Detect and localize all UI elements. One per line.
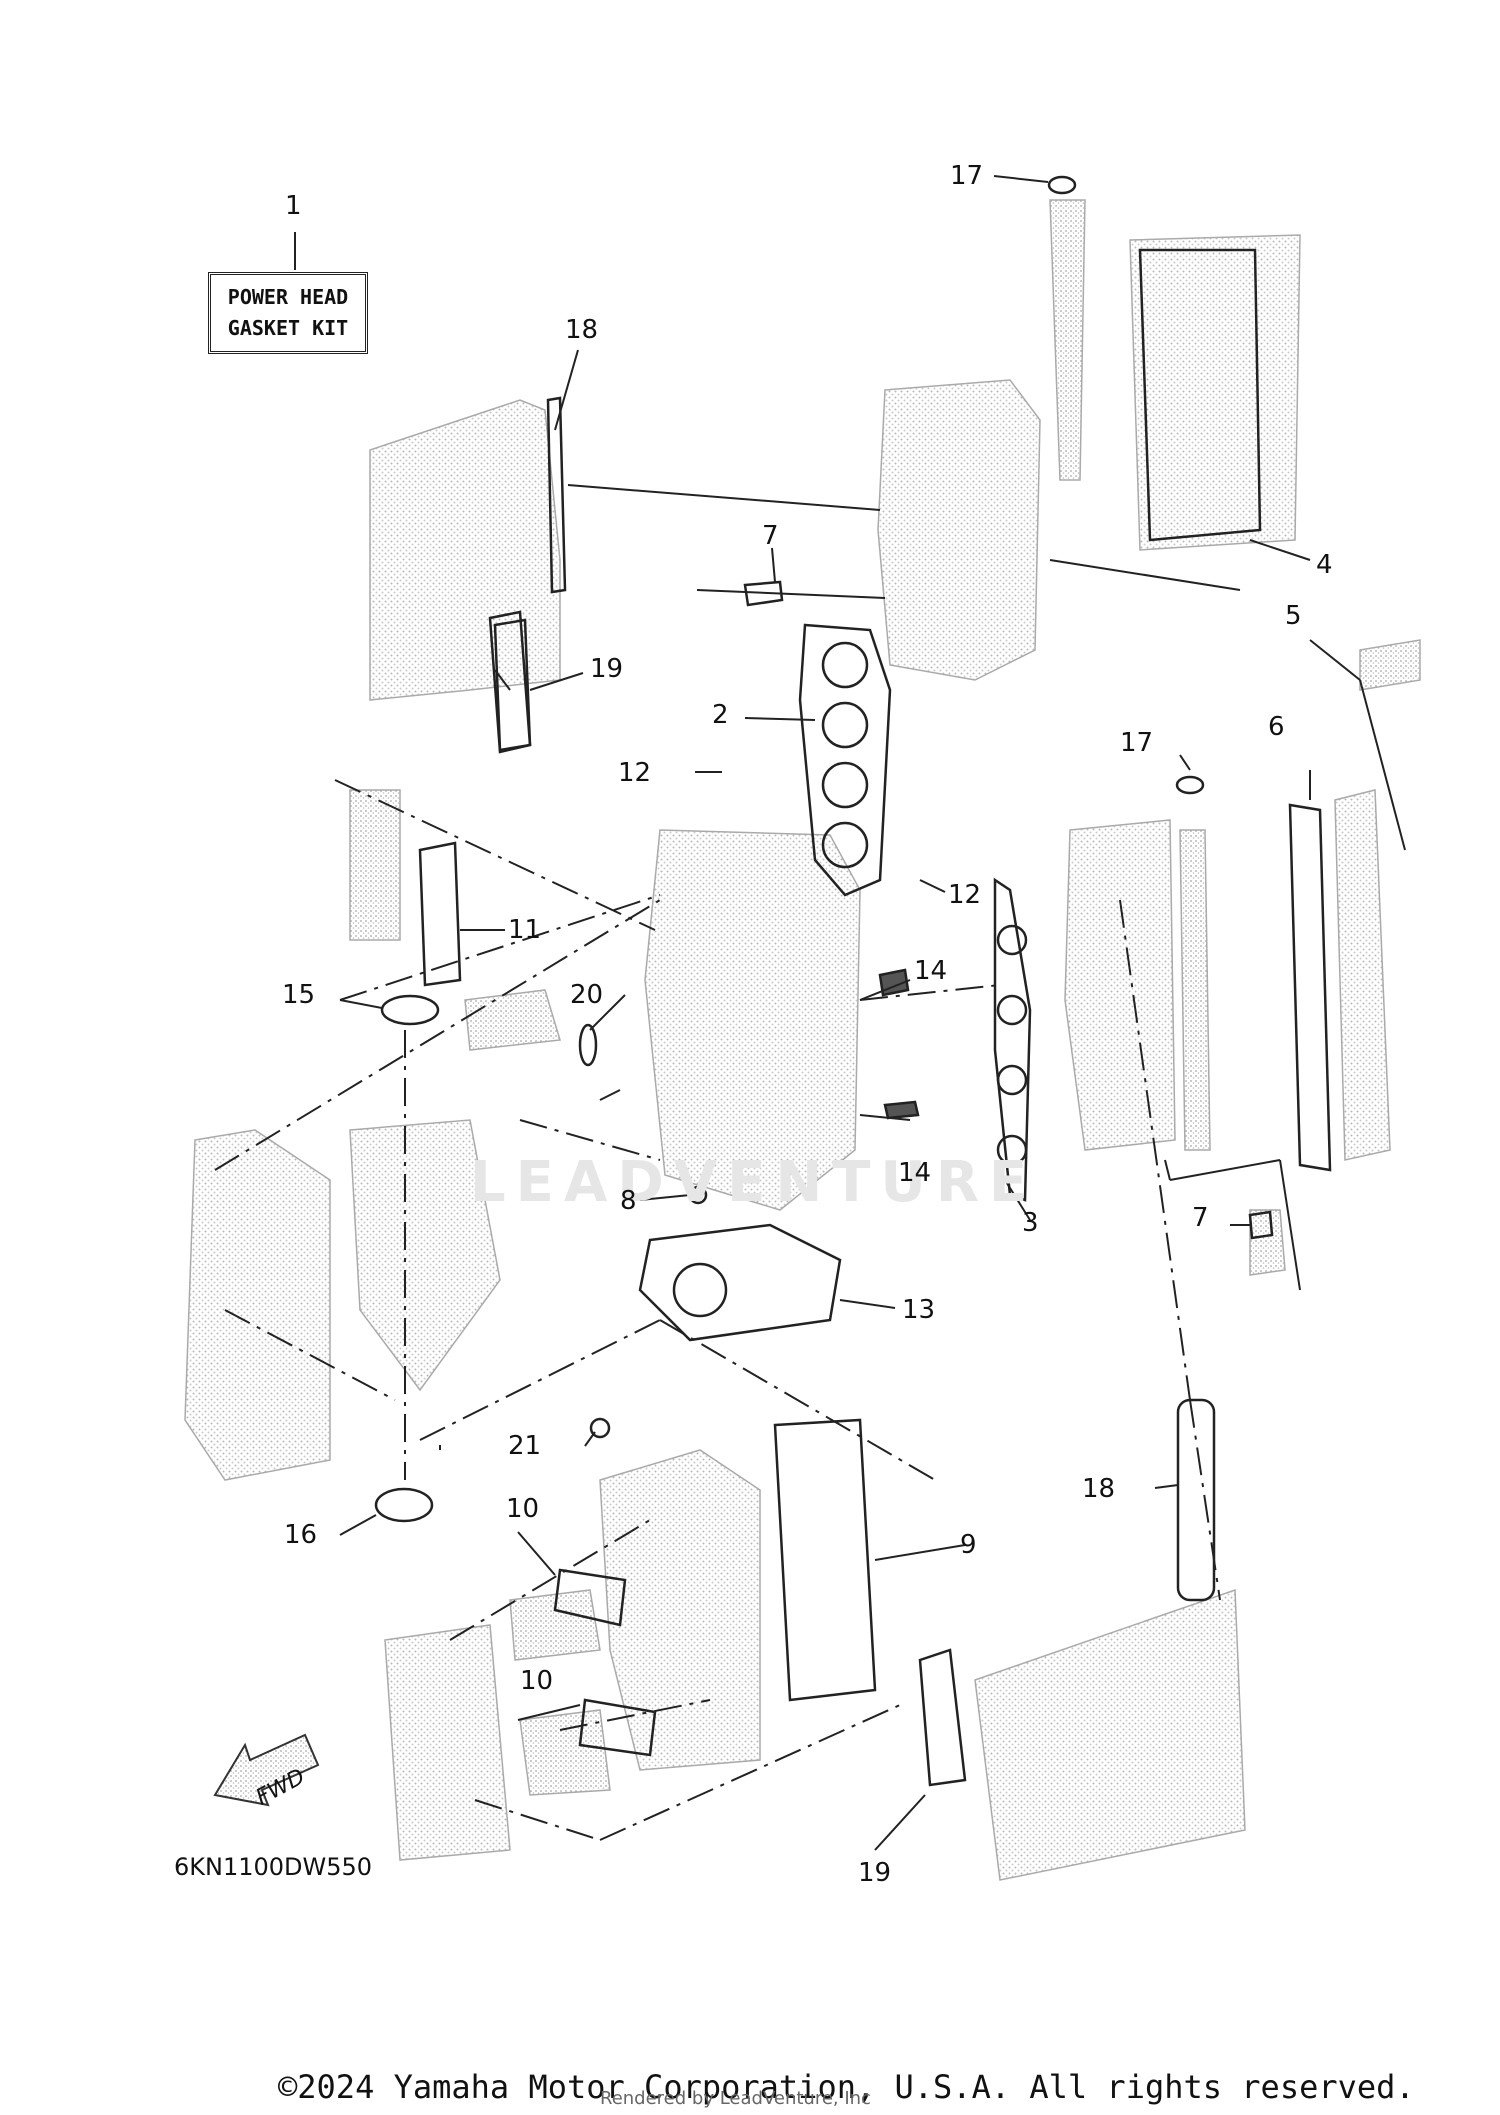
callout-21: 21 [508,1431,542,1461]
intake-manifold-upper [369,399,561,701]
kit-label-line-2: GASKET KIT [227,316,349,340]
callout-4: 4 [1316,550,1333,580]
callout-18-upper: 18 [565,315,599,345]
callout-7-right: 7 [1192,1203,1209,1233]
callout-17-upper: 17 [950,161,984,191]
callout-10-upper: 10 [506,1494,540,1524]
rocker-cover-gasket [1138,248,1262,542]
rocker-cover-upper [1129,234,1301,551]
cylinder-head-right [1064,819,1176,1151]
seal-17-upper [1047,175,1077,195]
gasket-10-upper [553,1568,627,1627]
drawing-code: 6KN1100DW550 [174,1853,373,1881]
callout-3: 3 [1022,1208,1039,1238]
thermostat-cover [1359,639,1421,691]
copyright-notice: ©2024 Yamaha Motor Corporation, U.S.A. A… [278,2068,1415,2106]
callout-6: 6 [1268,712,1285,742]
oil-pan-lower [384,1624,511,1861]
callout-14-upper: 14 [914,956,948,986]
callout-9: 9 [960,1530,977,1560]
power-head-gasket-kit-label: POWER HEAD GASKET KIT [208,272,368,354]
callout-19-upper: 19 [590,654,624,684]
intake-manifold-left [349,789,401,941]
callout-5: 5 [1285,601,1302,631]
callout-13: 13 [902,1295,936,1325]
oil-seal-16 [374,1487,434,1523]
rendered-by-credit: Rendered by LeadVenture, Inc [600,2088,871,2109]
kit-label-line-1: POWER HEAD [227,285,349,309]
oil-pan-gasket [773,1418,877,1702]
callout-10-lower: 10 [520,1666,554,1696]
callout-12-right: 12 [948,880,982,910]
exhaust-gasket-right [1288,803,1332,1172]
cylinder-block [644,829,861,1211]
leader-lines [214,175,1406,1851]
intake-gasket-18-upper [546,396,567,594]
callout-15: 15 [282,980,316,1010]
o-ring-21 [589,1417,611,1439]
callout-1: 1 [285,191,302,221]
intake-gasket-18-lower [1176,1398,1216,1602]
camshaft-sprocket [1249,1209,1286,1276]
gasket-14-lower [883,1100,920,1120]
callout-20: 20 [570,980,604,1010]
callout-8: 8 [620,1186,637,1216]
gasket-7-right [1248,1210,1274,1240]
intake-gasket-11 [418,841,462,987]
callout-12-left: 12 [618,758,652,788]
callout-2: 2 [712,700,729,730]
callout-18-lower: 18 [1082,1474,1116,1504]
callout-16: 16 [284,1520,318,1550]
fwd-arrow-icon [213,1733,320,1807]
valve-part-small [464,989,561,1051]
lower-case-gasket [638,1223,842,1342]
watermark-text: LEADVENTURE [470,1150,1038,1215]
exhaust-manifold-lower [974,1588,1246,1881]
oil-seal-15 [380,994,440,1026]
callout-17-right: 17 [1120,728,1154,758]
ghost-components [184,199,1421,1881]
head-gasket [798,623,892,897]
callout-19-lower: 19 [858,1858,892,1888]
camshaft-upper [1049,199,1086,481]
crankshaft [349,1119,501,1392]
crankcase [599,1449,761,1771]
o-ring-20 [578,1023,598,1067]
gasket-7-upper [743,580,784,607]
exhaust-cover-left [184,1129,331,1481]
camshaft-right [1179,829,1211,1151]
callout-7-upper: 7 [762,521,779,551]
bracket-lower [519,1709,611,1796]
rocker-cover-right [1334,789,1391,1161]
callout-14-lower: 14 [898,1158,932,1188]
intake-gasket-19-lower [918,1648,967,1787]
bracket-small [509,1589,601,1661]
head-gasket-right [993,877,1032,1202]
intake-gasket-19-upper [488,610,532,754]
callout-11: 11 [508,915,542,945]
seal-17-right [1175,775,1205,795]
cylinder-head-upper [877,379,1041,681]
gasket-10-lower [578,1698,657,1757]
